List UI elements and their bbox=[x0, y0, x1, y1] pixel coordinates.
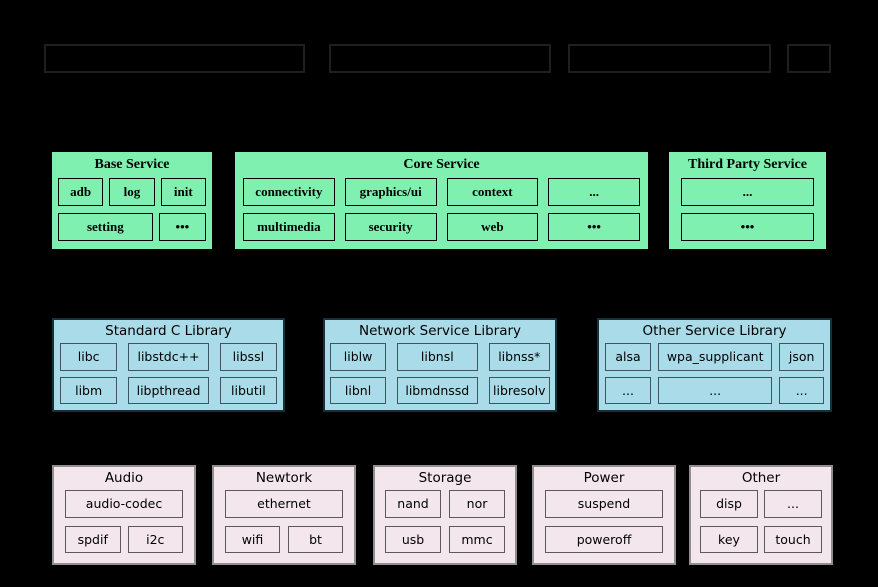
box-disp: disp bbox=[700, 490, 758, 518]
box-dots: ••• bbox=[548, 213, 640, 241]
box-ellipsis: ... bbox=[658, 376, 773, 404]
box-liblw: liblw bbox=[330, 343, 387, 371]
box-context: context bbox=[446, 178, 539, 206]
box-security: security bbox=[344, 213, 437, 241]
group-title: Newtork bbox=[255, 470, 313, 486]
box-row: libnl libmdnssd libresolv bbox=[330, 376, 550, 404]
box-wpa-supplicant: wpa_supplicant bbox=[658, 343, 773, 371]
group-title: Core Service bbox=[403, 157, 480, 172]
box-ellipsis: ... bbox=[548, 178, 640, 206]
box-row: poweroff bbox=[545, 525, 663, 553]
box-json: json bbox=[779, 343, 824, 371]
box-row: suspend bbox=[545, 490, 663, 518]
box-init: init bbox=[160, 178, 206, 206]
box-log: log bbox=[109, 178, 155, 206]
box-row: audio-codec bbox=[65, 490, 183, 518]
box-adb: adb bbox=[58, 178, 104, 206]
box-libc: libc bbox=[60, 343, 118, 371]
box-libnss: libnss* bbox=[488, 343, 550, 371]
box-bt: bt bbox=[288, 525, 343, 553]
group-title: Other bbox=[741, 470, 781, 486]
box-wifi: wifi bbox=[225, 525, 280, 553]
box-row: multimedia security web ••• bbox=[243, 213, 640, 241]
box-poweroff: poweroff bbox=[545, 525, 663, 553]
box-libutil: libutil bbox=[219, 376, 277, 404]
group-title: Standard C Library bbox=[105, 323, 232, 339]
box-touch: touch bbox=[764, 525, 822, 553]
top-placeholder-box-2 bbox=[329, 44, 551, 73]
box-libm: libm bbox=[60, 376, 118, 404]
box-libresolv: libresolv bbox=[488, 376, 550, 404]
group-title: Network Service Library bbox=[358, 323, 522, 339]
box-dots: ••• bbox=[158, 213, 206, 241]
box-mmc: mmc bbox=[449, 525, 505, 553]
group-title: Other Service Library bbox=[642, 323, 787, 339]
box-ethernet: ethernet bbox=[225, 490, 343, 518]
box-libnsl: libnsl bbox=[397, 343, 478, 371]
box-row: liblw libnsl libnss* bbox=[330, 343, 550, 371]
group-title: Base Service bbox=[94, 157, 170, 172]
box-libnl: libnl bbox=[330, 376, 387, 404]
box-ellipsis: ... bbox=[605, 376, 652, 404]
group-title: Power bbox=[583, 470, 625, 486]
group-power: Power suspend poweroff bbox=[532, 465, 676, 565]
box-row: libc libstdc++ libssl bbox=[60, 343, 277, 371]
box-nand: nand bbox=[385, 490, 441, 518]
group-title: Audio bbox=[104, 470, 144, 486]
box-connectivity: connectivity bbox=[243, 178, 335, 206]
box-row: ......... bbox=[605, 376, 824, 404]
box-ellipsis: ... bbox=[779, 376, 824, 404]
box-multimedia: multimedia bbox=[243, 213, 335, 241]
top-placeholder-box-1 bbox=[44, 44, 305, 73]
box-web: web bbox=[446, 213, 539, 241]
box-alsa: alsa bbox=[605, 343, 652, 371]
box-libstdc: libstdc++ bbox=[128, 343, 209, 371]
box-nor: nor bbox=[449, 490, 505, 518]
box-row: ethernet bbox=[225, 490, 343, 518]
box-ellipsis: ... bbox=[681, 178, 814, 206]
box-setting: setting bbox=[58, 213, 153, 241]
box-row: ••• bbox=[681, 213, 814, 241]
box-row: libm libpthread libutil bbox=[60, 376, 277, 404]
box-libssl: libssl bbox=[219, 343, 277, 371]
box-graphics-ui: graphics/ui bbox=[344, 178, 437, 206]
group-core-service: Core Service connectivity graphics/ui conte… bbox=[233, 150, 650, 251]
box-row: connectivity graphics/ui context... bbox=[243, 178, 640, 206]
box-key: key bbox=[700, 525, 758, 553]
box-row: disp... bbox=[700, 490, 822, 518]
group-network-service-library: Network Service Library liblw libnsl libnss… bbox=[323, 318, 557, 412]
box-ellipsis: ... bbox=[764, 490, 822, 518]
top-placeholder-box-4 bbox=[787, 44, 831, 73]
top-placeholder-box-3 bbox=[568, 44, 771, 73]
group-title: Third Party Service bbox=[688, 157, 807, 172]
box-libmdnssd: libmdnssd bbox=[397, 376, 478, 404]
box-i2c: i2c bbox=[127, 525, 183, 553]
box-libpthread: libpthread bbox=[128, 376, 209, 404]
group-title: Storage bbox=[418, 470, 472, 486]
box-audio-codec: audio-codec bbox=[65, 490, 183, 518]
box-spdif: spdif bbox=[65, 525, 121, 553]
box-row: ... bbox=[681, 178, 814, 206]
box-row: setting••• bbox=[58, 213, 206, 241]
group-third-party-service: Third Party Service... ••• bbox=[667, 150, 828, 251]
box-dots: ••• bbox=[681, 213, 814, 241]
box-usb: usb bbox=[385, 525, 441, 553]
box-suspend: suspend bbox=[545, 490, 663, 518]
